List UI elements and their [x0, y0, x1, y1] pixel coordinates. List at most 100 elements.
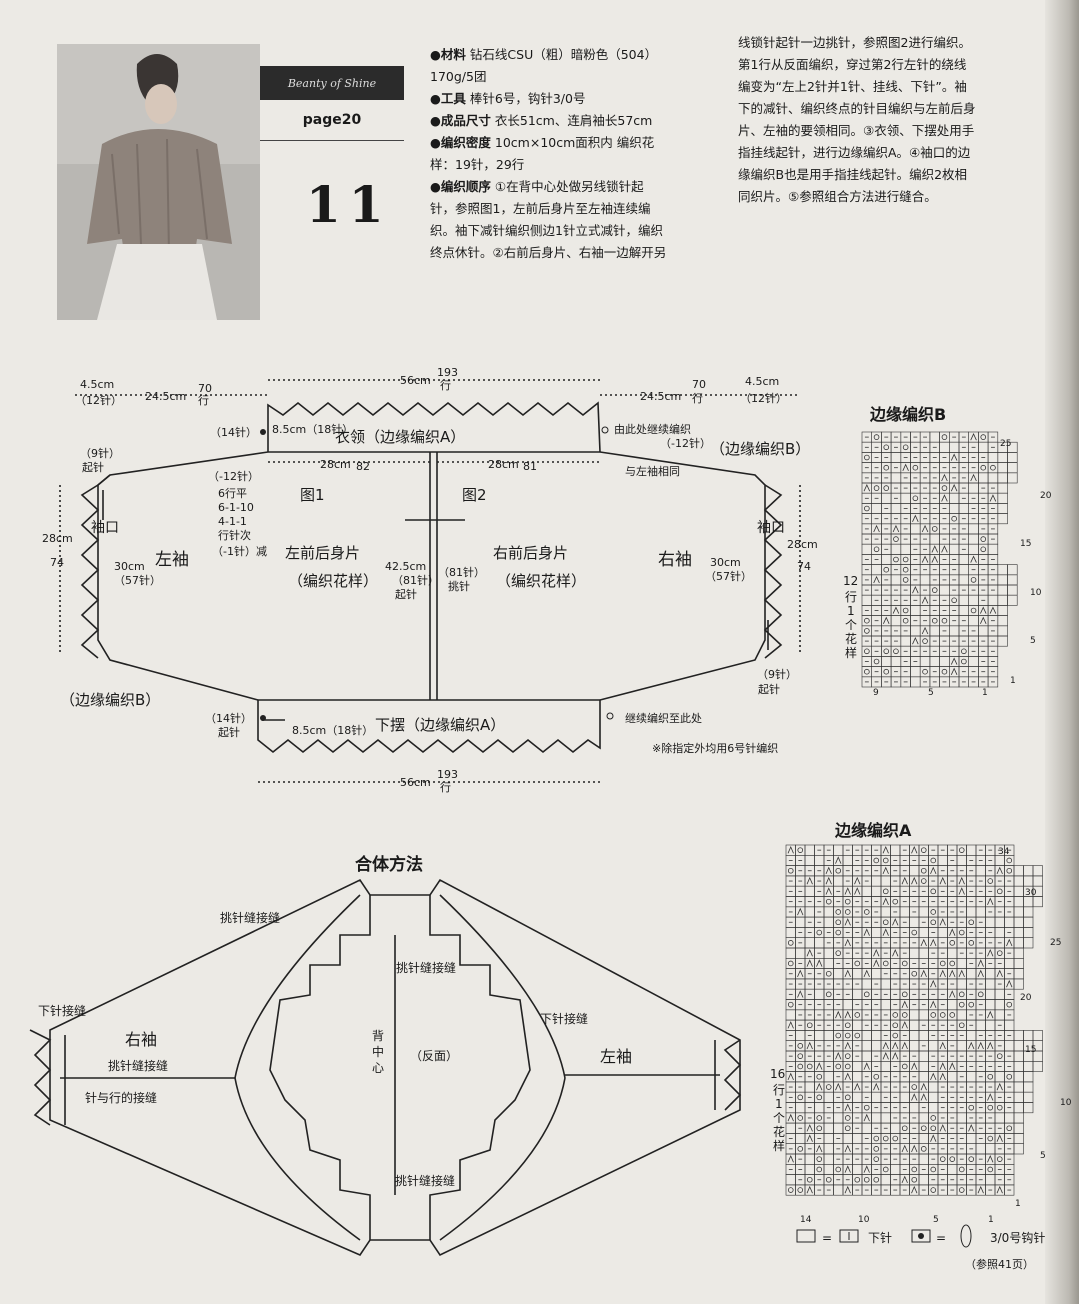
- decrease-mark: [825, 887, 832, 895]
- chart-cell: [880, 999, 891, 1011]
- chart-cell: [852, 988, 863, 1000]
- chart-b-col-label: 1: [982, 688, 988, 698]
- chart-cell: [948, 543, 960, 555]
- chart-cell: [994, 927, 1005, 939]
- chart-cell: [861, 645, 872, 657]
- chart-cell: [947, 937, 958, 949]
- decrease-left: （-12针）: [208, 469, 259, 483]
- yarn-over-mark: [844, 1063, 851, 1070]
- chart-cell: [890, 656, 902, 667]
- yarn-over-mark: [987, 1073, 994, 1080]
- decrease-mark: [949, 1062, 956, 1070]
- chart-cell: [823, 1071, 834, 1083]
- symbol-legend: = 下针 = 3/0号钩针 （参照41页）: [796, 1224, 1045, 1271]
- sleeve-width-left: 30cm: [114, 560, 145, 573]
- chart-cell: [997, 564, 1008, 576]
- chart-cell: [842, 1050, 853, 1062]
- chart-cell: [997, 635, 1008, 647]
- decrease-mark: [911, 876, 918, 885]
- assembly-title: 合体方法: [355, 854, 423, 875]
- yarn-over-mark: [941, 668, 948, 675]
- chart-cell: [919, 574, 931, 586]
- collar-width: 8.5cm（18针）: [272, 422, 353, 436]
- chart-cell: [823, 968, 834, 980]
- right-body-label: 右前后身片: [493, 544, 568, 562]
- chart-cell: [997, 452, 1008, 463]
- decrease-mark: [844, 1144, 851, 1153]
- chart-cell: [861, 452, 872, 463]
- left-collar-length: 24.5cm: [145, 390, 186, 403]
- yarn-over-mark: [901, 1063, 908, 1070]
- decrease-mark: [901, 1041, 908, 1050]
- yarn-over-mark: [922, 668, 928, 675]
- chart-cell: [861, 885, 872, 897]
- yarn-over-mark: [854, 1176, 861, 1183]
- chart-cell: [1013, 1091, 1024, 1103]
- chart-cell: [909, 916, 920, 928]
- yarn-over-mark: [816, 1115, 823, 1121]
- decrease-mark: [930, 979, 937, 988]
- assembly-diagram: [29, 878, 742, 1257]
- yarn-over-mark: [835, 950, 842, 956]
- chart-cell: [785, 1184, 796, 1196]
- svg-text:=: =: [822, 1231, 832, 1245]
- yarn-over-mark: [931, 617, 938, 624]
- chart-cell: [948, 503, 960, 514]
- chart-cell: [842, 1122, 853, 1134]
- instruction-line: 指挂线起针，进行边缘编织A。④袖口的边: [738, 145, 971, 160]
- chart-cell: [985, 1143, 996, 1155]
- decrease-mark: [863, 969, 870, 978]
- yarn-over-mark: [864, 648, 870, 655]
- yarn-over-mark: [873, 546, 880, 553]
- decrease-mark: [987, 1041, 994, 1050]
- chart-cell: [861, 666, 872, 678]
- decrease-mark: [950, 667, 958, 675]
- chart-cell: [948, 492, 960, 504]
- chart-cell: [997, 482, 1008, 494]
- yarn-over-mark: [806, 1022, 813, 1029]
- chart-cell: [1023, 1030, 1034, 1042]
- chart-cell: [985, 978, 996, 990]
- chart-cell: [899, 1009, 910, 1021]
- yarn-over-mark: [882, 1135, 889, 1142]
- yarn-over-mark: [835, 909, 842, 915]
- chart-b-repeat: 12: [843, 574, 858, 588]
- decrease-mark: [863, 1165, 870, 1173]
- decrease-mark: [921, 524, 929, 533]
- chart-cell: [814, 1153, 825, 1165]
- decrease-mark: [911, 1062, 918, 1070]
- yarn-over-mark: [873, 857, 880, 864]
- chart-cell: [968, 523, 979, 535]
- chart-a-col-label: 5: [933, 1215, 939, 1225]
- decrease-mark: [950, 453, 958, 461]
- chart-cell: [852, 968, 863, 980]
- chart-cell: [861, 503, 872, 514]
- yarn-over-mark: [980, 464, 987, 471]
- chart-cell: [795, 947, 806, 959]
- decrease-mark: [863, 928, 870, 936]
- chart-cell: [939, 666, 950, 678]
- decrease-mark: [892, 1052, 899, 1060]
- chart-cell: [890, 645, 902, 657]
- decrease-mark: [816, 1082, 823, 1091]
- decrease-mark: [949, 969, 956, 978]
- yarn-over-mark: [949, 1012, 956, 1018]
- chart-cell: [985, 999, 996, 1011]
- chart-cell: [1013, 1071, 1024, 1083]
- decrease-mark: [970, 555, 977, 563]
- chart-cell: [918, 1112, 929, 1124]
- yarn-over-mark: [902, 607, 909, 614]
- instruction-line: ●工具 棒针6号，钩针3/0号: [430, 91, 586, 106]
- yarn-over-mark: [911, 1166, 918, 1173]
- chart-cell: [909, 1081, 920, 1093]
- chart-cell: [785, 947, 796, 959]
- decrease-mark: [958, 969, 965, 978]
- yarn-over-mark: [902, 444, 909, 451]
- chart-cell: [890, 1133, 901, 1145]
- rows-unit-r: 行: [692, 392, 703, 405]
- yarn-over-mark: [930, 919, 937, 926]
- chart-cell: [966, 844, 977, 856]
- cuff-label-right: 袖口: [757, 520, 785, 536]
- chart-cell: [1007, 594, 1018, 606]
- empty-square-icon: [796, 1229, 816, 1243]
